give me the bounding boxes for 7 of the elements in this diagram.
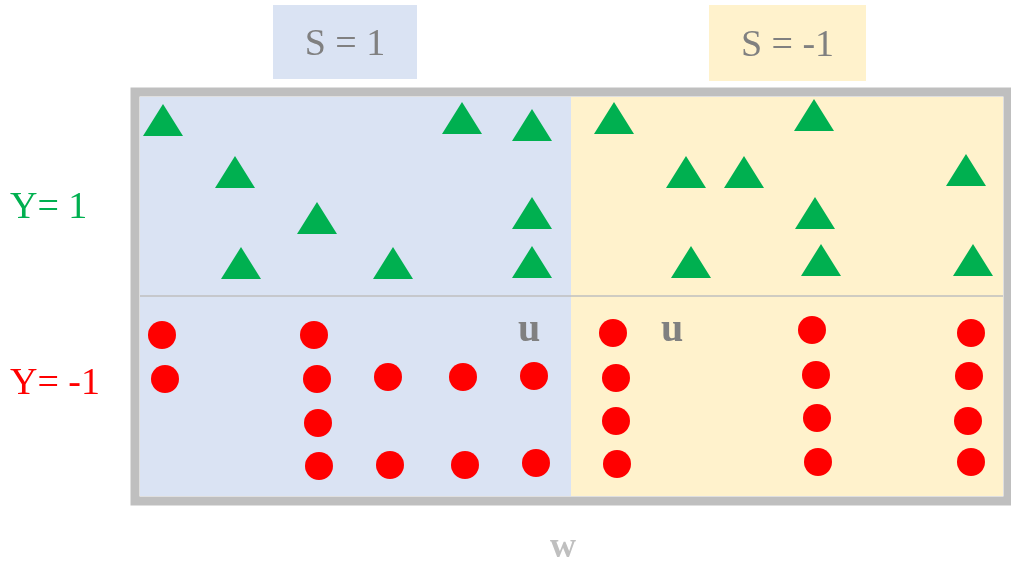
set-label: S = 1 xyxy=(273,5,417,79)
class-label: Y= -1 xyxy=(10,362,101,400)
vector-label: w xyxy=(550,527,576,563)
class-label: Y= 1 xyxy=(10,186,88,224)
set-label: S = -1 xyxy=(709,5,866,81)
vector-label: u xyxy=(661,308,684,348)
vector-label: u xyxy=(518,308,541,348)
